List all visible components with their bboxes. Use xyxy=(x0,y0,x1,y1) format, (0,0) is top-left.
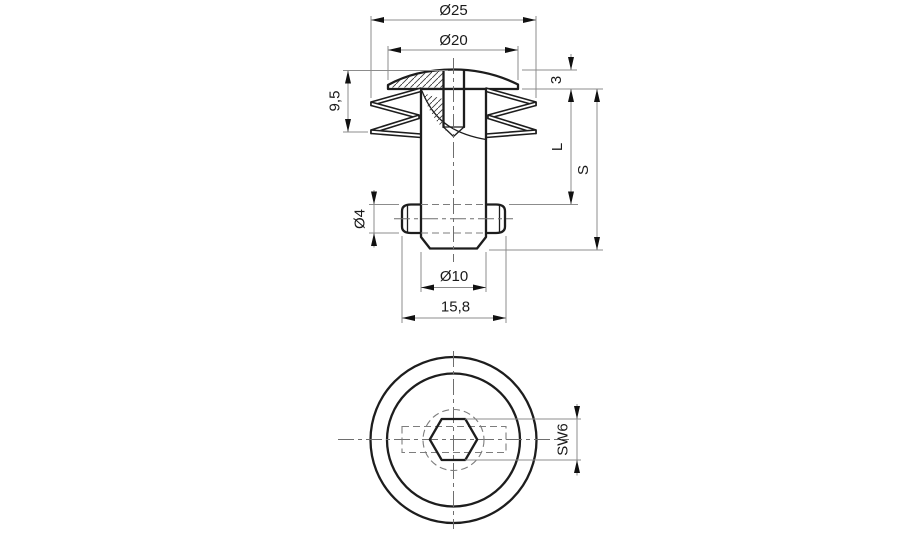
shaft-hidden-circle xyxy=(422,408,485,472)
shaft xyxy=(419,87,488,250)
fin-right-bottom xyxy=(485,129,537,139)
dim-label-pin-dia: Ø4 xyxy=(352,209,369,229)
dim-pin-dia: Ø4 xyxy=(352,190,399,248)
ext-line xyxy=(343,70,448,133)
dim-label-head-height: 3 xyxy=(548,76,565,84)
ext-line xyxy=(370,16,537,98)
dim-fin-outer-dia: Ø25 xyxy=(370,2,537,98)
dim-shaft-dia: Ø10 xyxy=(420,252,487,292)
head-section-hatch xyxy=(389,70,443,88)
dim-length-l: L xyxy=(509,89,578,205)
dim-label-hex-socket-width: SW6 xyxy=(555,423,572,456)
dim-label-head-dia: Ø20 xyxy=(439,32,467,49)
dim-hex-socket-width: SW6 xyxy=(465,404,581,476)
dim-head-dia: Ø20 xyxy=(387,32,519,80)
dim-label-fin-outer-dia: Ø25 xyxy=(439,2,467,19)
fin-left-return xyxy=(370,101,420,120)
ext-line xyxy=(465,418,581,461)
ext-line xyxy=(522,69,603,90)
dim-pin-span: 15,8 xyxy=(401,236,507,323)
pin-right xyxy=(484,203,507,235)
dim-label-length-l: L xyxy=(549,143,566,151)
dim-length-s: S xyxy=(489,89,603,251)
bottom-view: SW6 xyxy=(338,351,581,529)
fin-right-return xyxy=(487,101,537,120)
front-view: Ø25 Ø20 9,5 Ø4 Ø10 xyxy=(327,2,603,323)
dim-label-shaft-dia: Ø10 xyxy=(440,268,468,285)
fin-left-bottom xyxy=(370,129,422,139)
internal-section-hatch xyxy=(422,93,452,135)
fin-right-upper xyxy=(485,87,537,107)
fin-left-upper xyxy=(370,87,422,107)
pin-hidden-outline xyxy=(401,425,507,454)
dim-label-pin-span: 15,8 xyxy=(441,299,470,316)
dim-head-height: 3 xyxy=(522,54,603,90)
dim-fin-stack-height: 9,5 xyxy=(327,70,448,133)
dim-label-length-s: S xyxy=(575,165,592,175)
dim-label-fin-stack-height: 9,5 xyxy=(327,91,344,112)
